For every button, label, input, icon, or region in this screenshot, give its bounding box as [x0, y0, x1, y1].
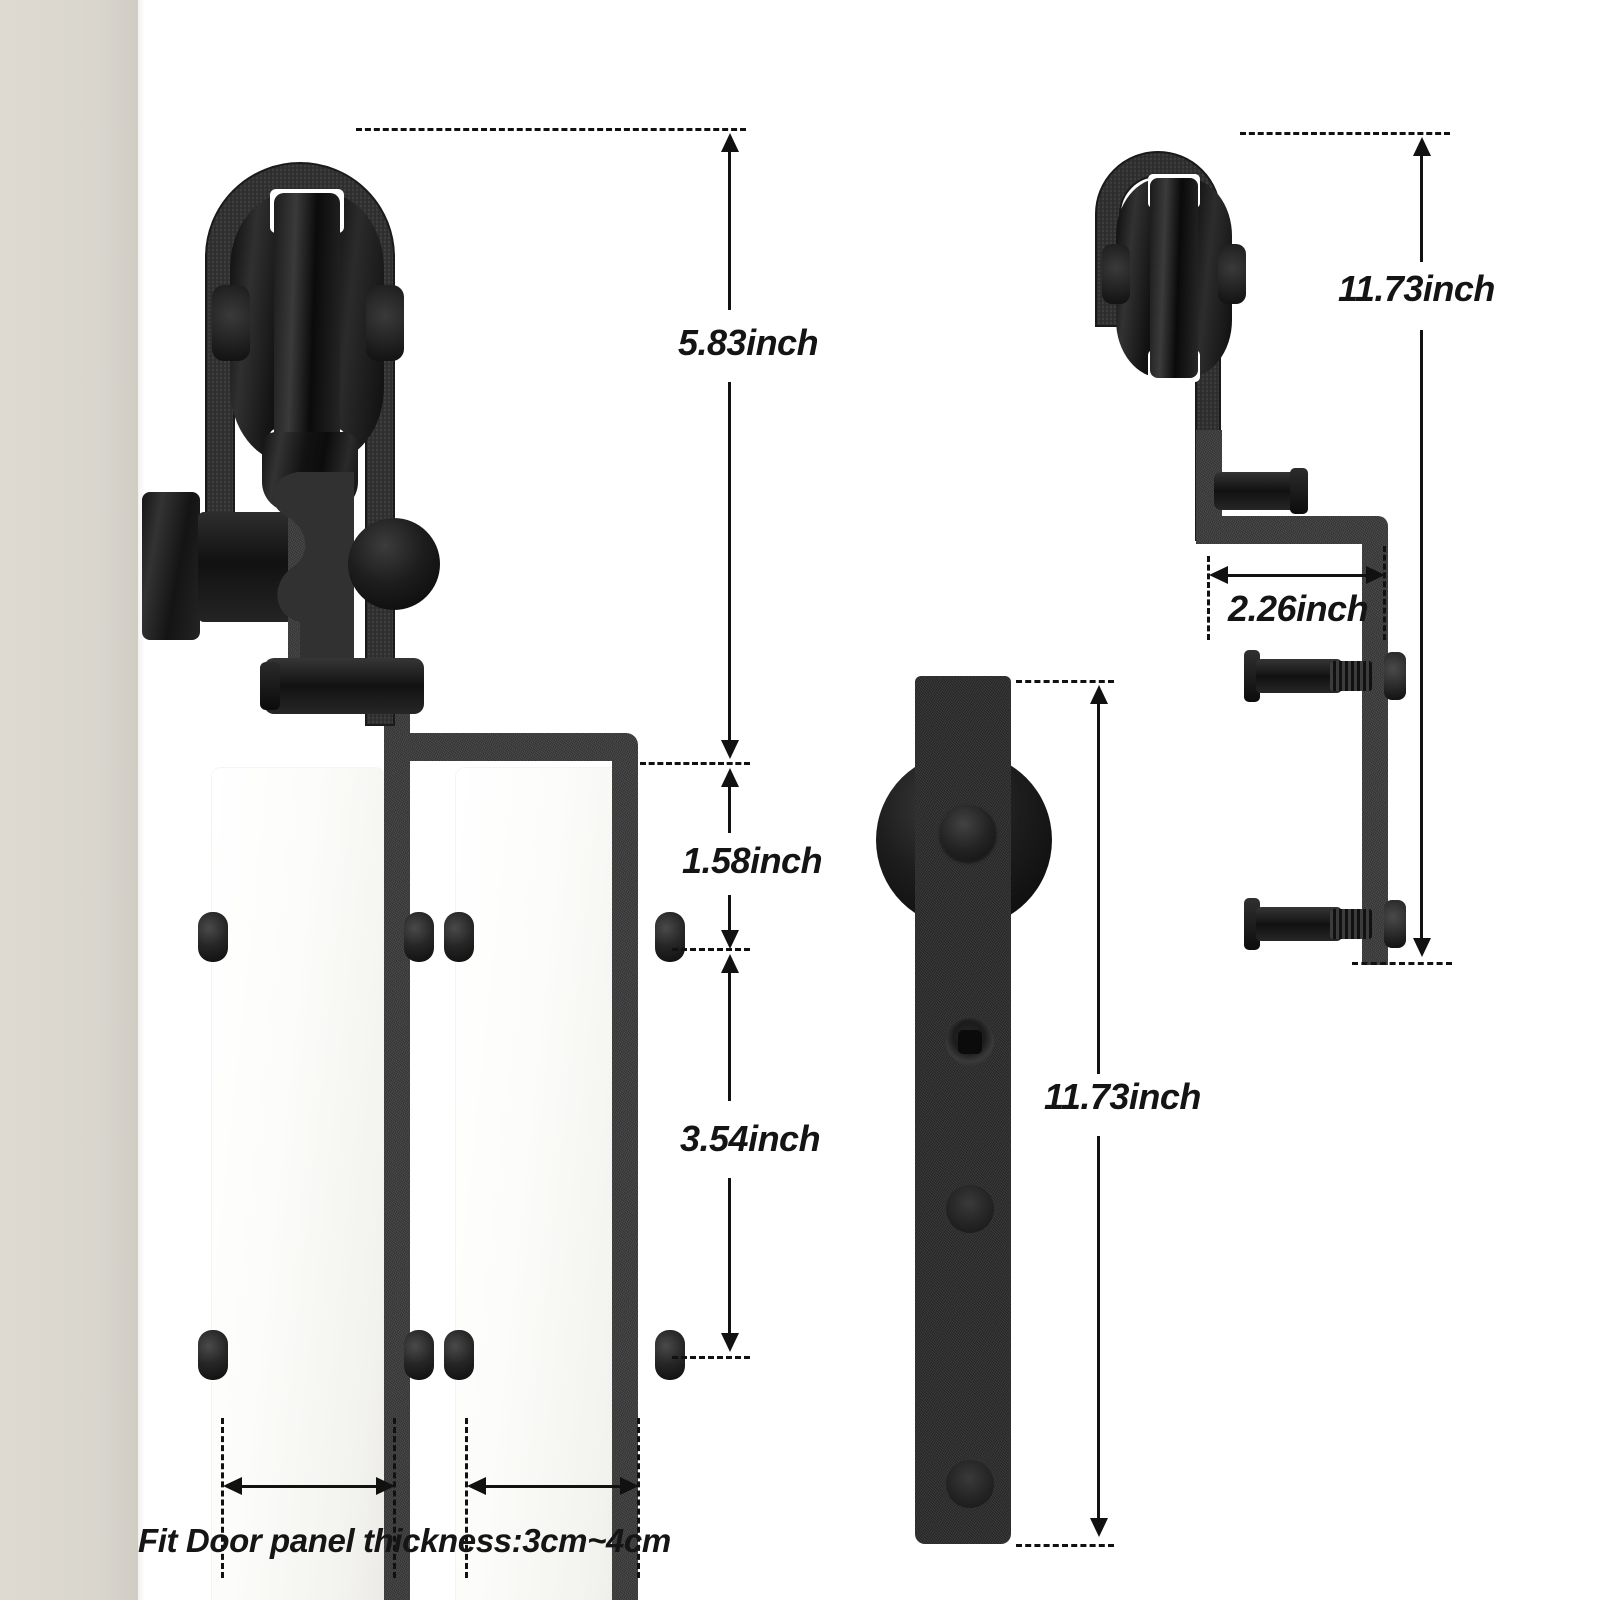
dimline-226 [1222, 574, 1370, 577]
threaded-bolt-bottom-nut [1384, 900, 1406, 948]
bolt-cap-right-upper [444, 912, 474, 962]
dimline-158-upper [728, 785, 731, 833]
wall-mount-spacer [142, 492, 200, 640]
door-panel-left [212, 768, 384, 1600]
bolt-cap-left-upper [198, 912, 228, 962]
arrow-354-top [721, 954, 739, 973]
dimline-583-upper [728, 150, 731, 310]
ext-right-door-end [637, 1418, 640, 1578]
dimension-label-583: 5.83inch [678, 322, 819, 363]
leader-right-top [1240, 132, 1450, 135]
lower-axle-bolt [264, 658, 424, 714]
door-panel-right [456, 768, 632, 1600]
dimline-354-lower [728, 1178, 731, 1336]
arrow-158-top [721, 768, 739, 787]
leader-bolt-lower [672, 1356, 750, 1359]
dimline-158-lower [728, 895, 731, 935]
dimline-right-1173-upper [1420, 154, 1423, 262]
arrow-left-door-w-start [223, 1477, 242, 1495]
arrow-583-top [721, 133, 739, 152]
bolt-hole-top-hex [958, 1030, 982, 1054]
arrow-right-1173-top [1413, 137, 1431, 156]
wall-surface [0, 0, 140, 1600]
bolt-cap-right-lower [444, 1330, 474, 1380]
spacer-bolt-top [1214, 472, 1300, 510]
spacer-bolt-top-cap [1290, 468, 1308, 514]
arrow-226-left [1209, 566, 1228, 584]
threaded-bolt-middle-nut [1384, 652, 1406, 700]
arrow-354-bottom [721, 1333, 739, 1352]
threaded-bolt-bottom-shank [1256, 907, 1342, 941]
bolt-cap-far-upper [655, 912, 685, 962]
arrow-right-door-w-end [620, 1477, 639, 1495]
dimline-354-upper [728, 971, 731, 1101]
dimline-583-lower [728, 382, 731, 740]
arrow-158-bottom [721, 930, 739, 949]
bolt-cap-left-lower [198, 1330, 228, 1380]
bolt-cap-center-lower [404, 1330, 434, 1380]
bolt-hole-bottom-center [946, 1460, 994, 1508]
dimension-label-center-1173: 11.73inch [1044, 1076, 1201, 1117]
leader-center-bottom [1016, 1544, 1114, 1547]
dimline-center-1173-upper [1097, 702, 1100, 1074]
ext-left-door-start [221, 1418, 224, 1578]
offset-strap-jog [1196, 516, 1388, 544]
hanger-strap-bend [384, 733, 638, 761]
dimline-right-door-width [480, 1485, 622, 1488]
threaded-bolt-middle-threads [1330, 661, 1372, 691]
leader-top-583 [356, 128, 746, 131]
hanger-strap-right [612, 748, 638, 1600]
arrow-center-1173-bottom [1090, 1518, 1108, 1537]
bolt-cap-center-upper [404, 912, 434, 962]
dimension-label-226: 2.26inch [1228, 588, 1369, 629]
lower-axle-cap [260, 662, 280, 710]
fit-note-caption: Fit Door panel thickness:3cm~4cm [138, 1522, 671, 1559]
leader-center-top [1016, 680, 1114, 683]
dimline-center-1173-lower [1097, 1136, 1100, 1520]
arrow-right-door-w-start [467, 1477, 486, 1495]
dimline-left-door-width [236, 1485, 378, 1488]
arrow-226-right [1366, 566, 1385, 584]
ext-right-door-start [465, 1418, 468, 1578]
roller-wheel-right [1102, 174, 1246, 382]
arrow-center-1173-top [1090, 685, 1108, 704]
hub-bolt-center [940, 805, 996, 861]
arrow-583-bottom [721, 740, 739, 759]
wall-edge [138, 0, 145, 1600]
dimline-right-1173-lower [1420, 330, 1423, 940]
arrow-right-1173-bottom [1413, 938, 1431, 957]
dimension-label-158: 1.58inch [682, 840, 823, 881]
bolt-hole-middle-center [946, 1185, 994, 1233]
bolt-cap-far-lower [655, 1330, 685, 1380]
ext-left-door-end [393, 1418, 396, 1578]
leader-right-bottom [1352, 962, 1452, 965]
anti-jump-bracket [272, 472, 354, 698]
threaded-bolt-bottom-threads [1330, 909, 1372, 939]
dimension-label-354: 3.54inch [680, 1118, 821, 1159]
leader-strap-top [640, 762, 750, 765]
leader-bolt-upper [672, 948, 750, 951]
anti-jump-disc [348, 518, 440, 610]
ext-226-right [1383, 546, 1386, 640]
roller-wheel-left [212, 189, 404, 469]
hanger-strap-left [384, 705, 410, 1600]
arrow-left-door-w-end [376, 1477, 395, 1495]
ext-226-left [1207, 556, 1210, 640]
dimension-label-right-1173: 11.73inch [1338, 268, 1495, 309]
threaded-bolt-middle-shank [1256, 659, 1342, 693]
